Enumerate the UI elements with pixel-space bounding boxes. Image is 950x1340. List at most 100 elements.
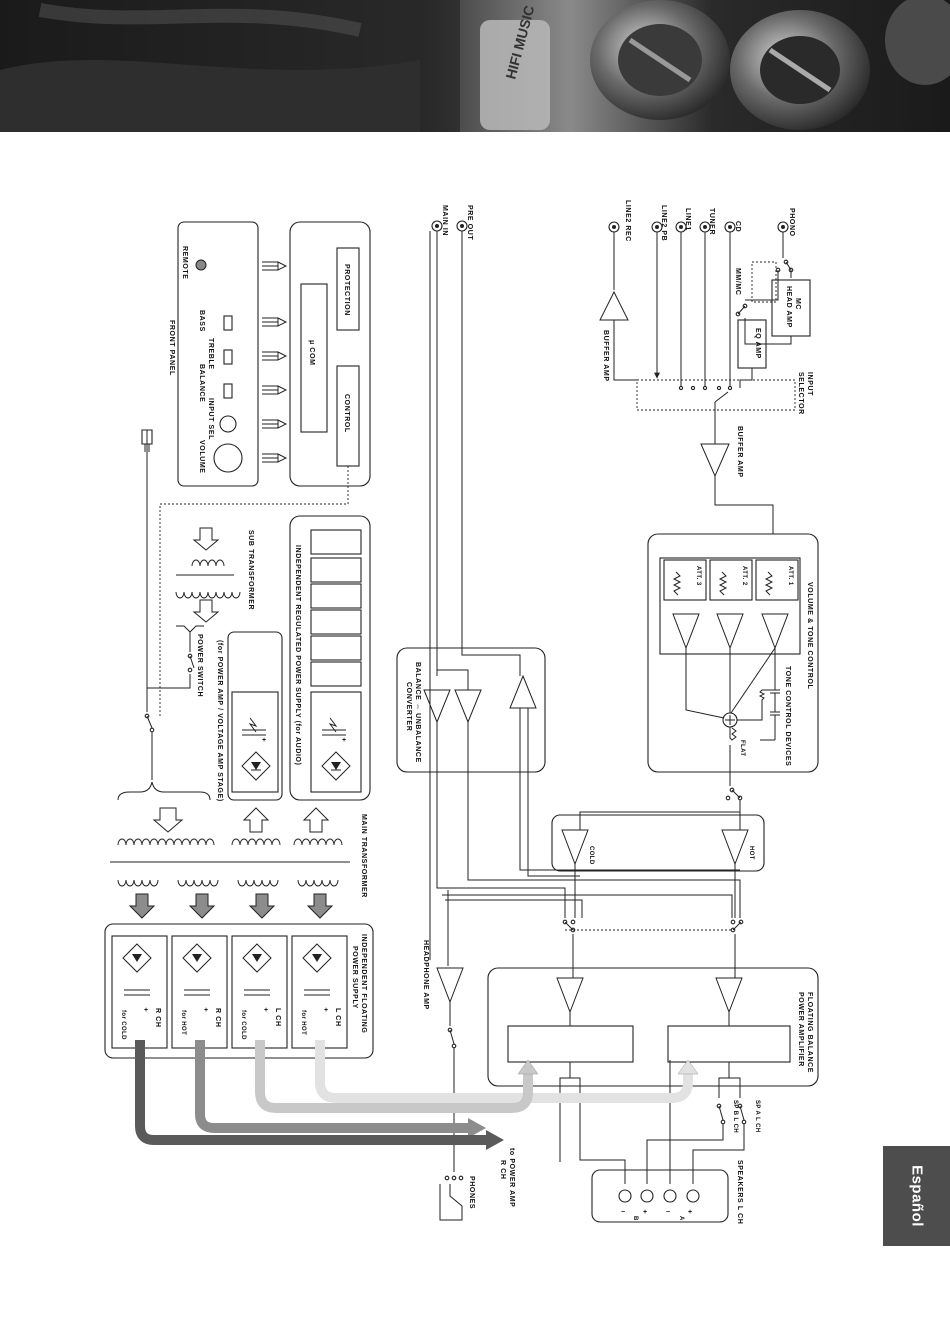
speaker-b-plus-terminal [640,1189,654,1203]
cd-label: CD [734,221,741,232]
head-amp-label: HEAD AMP [785,286,792,328]
sub-arrow-2 [192,599,220,623]
speaker-a-minus: − [666,1209,671,1216]
main-arrow-2 [242,807,270,833]
supply-bridges [122,943,332,996]
reg-slot-2 [310,557,362,583]
hot-cold-section: HOT COLD [551,800,765,933]
route-l-hot [315,1040,693,1103]
line2rec-label: LINE2 REC [624,200,631,242]
floating-supply-section: INDEPENDENT FLOATING POWER SUPPLY + + + … [104,923,374,1059]
floating-supply-title-1: INDEPENDENT FLOATING [360,934,367,1033]
front-panel-title: FRONT PANEL [168,320,175,376]
mm-mc-label: MM/MC [734,268,741,296]
panel-arrow-6 [262,453,288,463]
main-transformer-section: MAIN TRANSFORMER [110,781,367,919]
svg-text:+: + [324,1007,329,1014]
headphone-section: HEADPHONE AMP PHONES [422,940,475,1221]
floating-supply-title-2: POWER SUPPLY [351,946,358,1009]
power-switch-label: POWER SWITCH [196,634,203,697]
supply-l-cold-for: for COLD [240,1010,246,1040]
input-jacks: PHONO CD TUNER LINE1 LINE2 PB LINE2 REC [608,200,795,242]
input-section: PHONO CD TUNER LINE1 LINE2 PB LINE2 REC … [599,200,813,534]
power-stage-hot [667,1025,791,1063]
volume-tone-box [647,533,819,773]
to-power-amp-label: to POWER AMP [508,1148,515,1207]
input-selector-label-2: SELECTOR [797,372,804,415]
att3-amp [672,613,700,650]
supply-r-hot-ch: R CH [214,1008,221,1028]
reg-slot-1 [310,529,362,555]
phono-label: PHONO [788,208,795,237]
supply-l-hot-ch: L CH [334,1008,341,1027]
reg-slot-4 [310,609,362,635]
regulated-audio-label: INDEPENDENT REGULATED POWER SUPPLY (for … [294,545,301,766]
front-panel-section: REMOTE BASS TREBLE BALANCE INPUT SEL VOL… [159,221,371,716]
input-sel-label: INPUT SEL [207,398,214,440]
regulated-audio-box [289,515,371,801]
converter-amp-hot [454,689,482,724]
pre-out-main-in-section: PRE OUT MAIN IN BALANCE ⇔ UNBALANCE CONV… [396,205,741,966]
language-tab-label: Español [908,1165,926,1227]
main-gray-arrow-1 [128,893,156,919]
speaker-terminals-box [591,1169,729,1223]
remote-label: REMOTE [181,246,188,280]
sub-transformer-section: SUB TRANSFORMER POWER SWITCH [175,527,254,697]
to-power-amp-rch: R CH [499,1160,506,1180]
power-stage-cold [507,1025,634,1063]
main-gray-arrow-4 [306,893,334,919]
hot-amp [721,829,749,866]
main-gray-arrow-2 [188,893,216,919]
main-coil-audio-1 [231,838,281,846]
input-sel-knob [219,415,237,433]
panel-arrow-5 [262,419,288,429]
mm-mc-switch-area [751,261,777,303]
svg-text:+: + [262,737,267,744]
power-amp-box [487,967,819,1087]
reg-slot-3 [310,583,362,609]
balance-converter-label-1: BALANCE ⇔ UNBALANCE [414,662,421,763]
svg-text:+: + [342,737,347,744]
tuner-label: TUNER [708,208,715,235]
buffer-amp-lower-label: BUFFER AMP [736,426,743,478]
panel-arrow-4 [262,385,288,395]
balance-converter-box [396,647,546,773]
reg-rectifier-box [310,691,362,793]
tone-devices-label: TONE CONTROL DEVICES [784,666,791,766]
protection-label: PROTECTION [343,264,350,316]
pre-out-label: PRE OUT [466,205,473,240]
remote-sensor [195,259,207,271]
sub-coil-secondary [191,559,225,567]
front-panel-box [177,221,259,487]
att2-amp [716,613,744,650]
hot-cold-box [551,814,765,872]
speaker-b-minus: − [621,1209,626,1216]
headphone-amp [436,967,464,1004]
flat-label: FLAT [739,740,745,756]
regulated-power-label: (for POWER AMP / VOLTAGE AMP STAGE) [216,640,223,802]
main-coil-primary [117,838,215,846]
main-coil-audio-2 [293,838,343,846]
input-selector-box [636,379,796,411]
plug-icon [141,429,153,445]
ucom-box [300,283,328,433]
headphone-amp-label: HEADPHONE AMP [422,940,429,1010]
speaker-section: SP A L CH SP B L CH SPEAKERS L CH + − + … [591,1060,760,1224]
language-tab[interactable]: Español [883,1146,950,1246]
sub-arrow-1 [192,527,220,551]
bass-knob [223,315,233,331]
svg-text:+: + [144,1007,149,1014]
main-in-label: MAIN IN [441,205,448,236]
sp-a-label: SP A L CH [754,1100,760,1133]
volume-label: VOLUME [198,440,205,474]
speaker-b-label: B [632,1216,638,1221]
eq-amp-label: EQ AMP [754,328,761,359]
power-amp-title-1: FLOATING BALANCE [806,992,813,1073]
speaker-b-minus-terminal [618,1189,632,1203]
speaker-a-minus-terminal [663,1189,677,1203]
volume-knob [213,443,243,473]
balance-knob [223,383,233,399]
reg-slot-6 [310,661,362,687]
speaker-a-label: A [678,1216,684,1221]
